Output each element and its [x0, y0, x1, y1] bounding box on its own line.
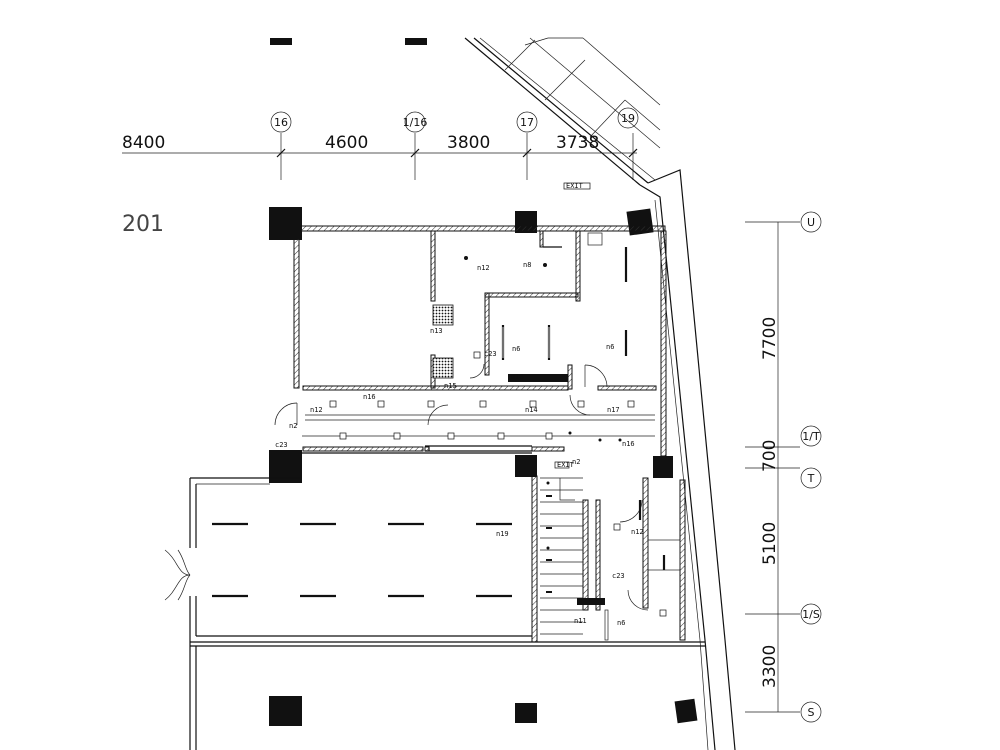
svg-text:U: U [807, 216, 815, 229]
circuit-tag: n17 [607, 406, 620, 414]
stairwell [531, 475, 686, 643]
room-number: 201 [122, 212, 164, 237]
corridor-fixtures [302, 400, 655, 442]
panel-label [577, 598, 605, 605]
light-fixtures [502, 327, 550, 358]
circuit-tag: n2 [289, 422, 297, 430]
svg-text:19: 19 [621, 112, 635, 125]
column-mark [270, 38, 292, 45]
circuit-tag: n12 [477, 264, 490, 272]
exterior-wall [639, 169, 736, 750]
dimension-label: 700 [760, 440, 780, 472]
circuit-tag: n6 [617, 619, 625, 627]
circuit-tag: n12 [631, 528, 644, 536]
circuit-tag: c23 [275, 441, 288, 449]
svg-text:16: 16 [274, 116, 288, 129]
device-marks [464, 182, 667, 617]
circuit-tag: c23 [612, 572, 625, 580]
axis-bubble: 16 [270, 111, 292, 133]
dimension-label: 7700 [760, 317, 780, 360]
svg-text:1/16: 1/16 [403, 116, 428, 129]
panel-label [508, 374, 568, 382]
svg-text:T: T [807, 472, 815, 485]
circuit-tag: n8 [523, 261, 531, 269]
circuit-tag: n11 [574, 617, 587, 625]
axis-bubble: 17 [516, 111, 538, 133]
dimension-label: 3300 [760, 645, 780, 688]
right-dimension-line: 7700 700 5100 3300 [745, 221, 800, 713]
circuit-tag: n16 [363, 393, 376, 401]
door-swings [274, 363, 649, 611]
svg-text:S: S [808, 706, 815, 719]
circuit-tag: n19 [496, 530, 509, 538]
exit-sign: EXIT [566, 182, 584, 190]
canopy-structure [464, 37, 661, 186]
axis-bubble: T [800, 467, 822, 489]
dimension-label: 3738 [556, 133, 599, 153]
top-dimension-line: 8400 4600 3800 3738 [122, 133, 638, 180]
column-mark [405, 38, 427, 45]
circuit-tag: n18 [511, 373, 524, 381]
circuit-tag: n2 [572, 458, 580, 466]
circuit-tag: n16 [622, 440, 635, 448]
dimension-label: 3800 [447, 133, 490, 153]
circuit-tag: n14 [525, 406, 538, 414]
lower-hall [164, 452, 705, 750]
axis-bubble: 1/16 [403, 111, 428, 133]
circuit-tag: n15 [444, 382, 457, 390]
axis-bubble: 1/S [800, 603, 822, 625]
axis-bubble: U [800, 211, 822, 233]
circuit-tag: c23 [484, 350, 497, 358]
equipment-panel [432, 357, 454, 379]
circuit-tag: n6 [606, 343, 614, 351]
axis-bubble: 1/T [800, 425, 822, 447]
dimension-label: 4600 [325, 133, 368, 153]
circuit-tag: n6 [512, 345, 520, 353]
dimension-label: 5100 [760, 522, 780, 565]
upper-block-walls [293, 225, 667, 457]
axis-bubble: 19 [617, 107, 639, 129]
svg-text:1/T: 1/T [802, 430, 820, 443]
dimension-label: 8400 [122, 133, 165, 153]
svg-text:1/S: 1/S [802, 608, 820, 621]
circuit-tags: n12 n8 n13 n6 c23 n6 n18 n15 n16 n12 n14… [275, 261, 644, 627]
equipment-panel [432, 304, 454, 326]
svg-text:17: 17 [520, 116, 534, 129]
circuit-tag: n13 [430, 327, 443, 335]
exit-sign: EXIT [557, 461, 575, 469]
axis-bubble: S [800, 701, 822, 723]
circuit-tag: n12 [310, 406, 323, 414]
structural-columns [269, 207, 698, 726]
